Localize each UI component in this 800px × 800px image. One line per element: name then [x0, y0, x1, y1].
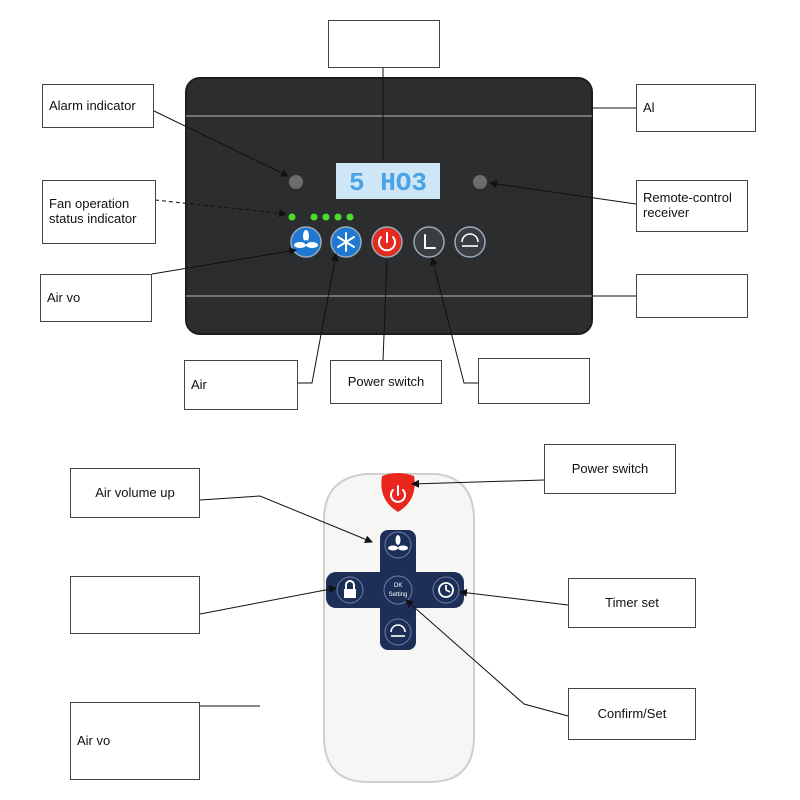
remote-lock-button[interactable] — [336, 576, 364, 604]
air-bottom-label: Air — [191, 376, 207, 392]
leader-power-remote — [411, 479, 545, 488]
remote-timer-button[interactable] — [432, 576, 460, 604]
power-switch-panel-label: Power switch — [347, 373, 425, 389]
remote-ok-setting-button[interactable]: OK Setting — [383, 575, 413, 605]
leader-air-bottom — [298, 253, 339, 384]
mode-icon — [461, 233, 479, 247]
status-led — [288, 213, 296, 221]
callout-confirm-set: Confirm/Set — [568, 688, 696, 740]
confirm-set-label: Confirm/Set — [597, 705, 667, 721]
remote-power-button[interactable] — [381, 473, 415, 512]
power-switch-remote-label: Power switch — [571, 460, 649, 476]
remote-control: OK Setting — [323, 473, 475, 783]
fan-status-leds — [288, 213, 354, 221]
power-button[interactable] — [371, 226, 403, 258]
timer-icon — [424, 234, 436, 249]
air-volume-up-button[interactable] — [330, 226, 362, 258]
callout-timer-remote: Timer set — [568, 578, 696, 628]
leader-alarm — [151, 109, 289, 177]
callout-alarm-indicator: Alarm indicator — [42, 84, 154, 128]
air-volume-panel-label: Air vo — [47, 289, 81, 305]
callout-timer-panel — [478, 358, 590, 404]
callout-right-lower — [636, 274, 748, 318]
callout-air-volume-up: Air volume up — [70, 468, 200, 518]
lock-icon — [344, 580, 356, 598]
top-right-label: Al — [643, 99, 655, 115]
leader-lock — [199, 585, 337, 615]
lcd-display — [336, 163, 440, 199]
leader-remote-receiver — [489, 180, 637, 205]
remote-receiver-window — [473, 175, 487, 189]
leader-air-volume-up — [199, 495, 373, 544]
callout-remote-receiver: Remote-control receiver — [636, 180, 748, 232]
fan-icon — [294, 230, 318, 248]
status-led — [310, 213, 318, 221]
lcd-display-text: 5 HO3 — [349, 168, 427, 198]
callout-air-volume-panel: Air vo — [40, 274, 152, 322]
remote-leaders — [199, 479, 569, 717]
callout-power-switch-panel: Power switch — [330, 360, 442, 404]
alarm-led — [289, 175, 303, 189]
leader-confirm-set — [405, 599, 569, 717]
status-led — [334, 213, 342, 221]
power-icon — [390, 485, 406, 503]
remote-receiver-label-line1: Remote-control — [643, 190, 732, 206]
power-icon — [378, 232, 396, 252]
callout-air-volume-remote: Air vo — [70, 702, 200, 780]
air-volume-down-button[interactable] — [290, 226, 322, 258]
alarm-indicator-label: Alarm indicator — [49, 97, 136, 113]
mode-icon — [390, 624, 406, 637]
leader-air-volume — [151, 247, 297, 275]
leader-timer-panel — [429, 257, 478, 384]
leader-timer-remote — [459, 588, 569, 606]
panel-body — [185, 77, 593, 335]
air-volume-up-label: Air volume up — [95, 484, 175, 500]
timer-button[interactable] — [413, 226, 445, 258]
fan-status-label-line2: status indicator — [49, 211, 137, 226]
ok-label: OK — [394, 583, 403, 589]
snowflake-icon — [337, 232, 355, 252]
remote-air-volume-up-button[interactable] — [384, 531, 412, 559]
leader-fan-status — [154, 199, 287, 218]
leader-power — [382, 259, 388, 361]
control-panel: 5 HO3 — [185, 77, 593, 335]
callout-top-right: Al — [636, 84, 756, 132]
timer-label: Timer set — [605, 594, 659, 610]
air-volume-remote-label: Air vo — [77, 732, 111, 748]
status-led — [346, 213, 354, 221]
callout-fan-status: Fan operation status indicator — [42, 180, 156, 244]
callout-top-center — [328, 20, 440, 68]
status-led — [322, 213, 330, 221]
remote-air-volume-down-button[interactable] — [384, 618, 412, 646]
callout-lock — [70, 576, 200, 634]
setting-label: Setting — [389, 592, 408, 598]
clock-icon — [438, 582, 454, 598]
callout-power-switch-remote: Power switch — [544, 444, 676, 494]
mode-button[interactable] — [454, 226, 486, 258]
callout-air-bottom: Air — [184, 360, 298, 410]
fan-status-label-line1: Fan operation — [49, 196, 130, 212]
remote-receiver-label-line2: receiver — [643, 205, 690, 220]
fan-icon — [388, 535, 408, 551]
